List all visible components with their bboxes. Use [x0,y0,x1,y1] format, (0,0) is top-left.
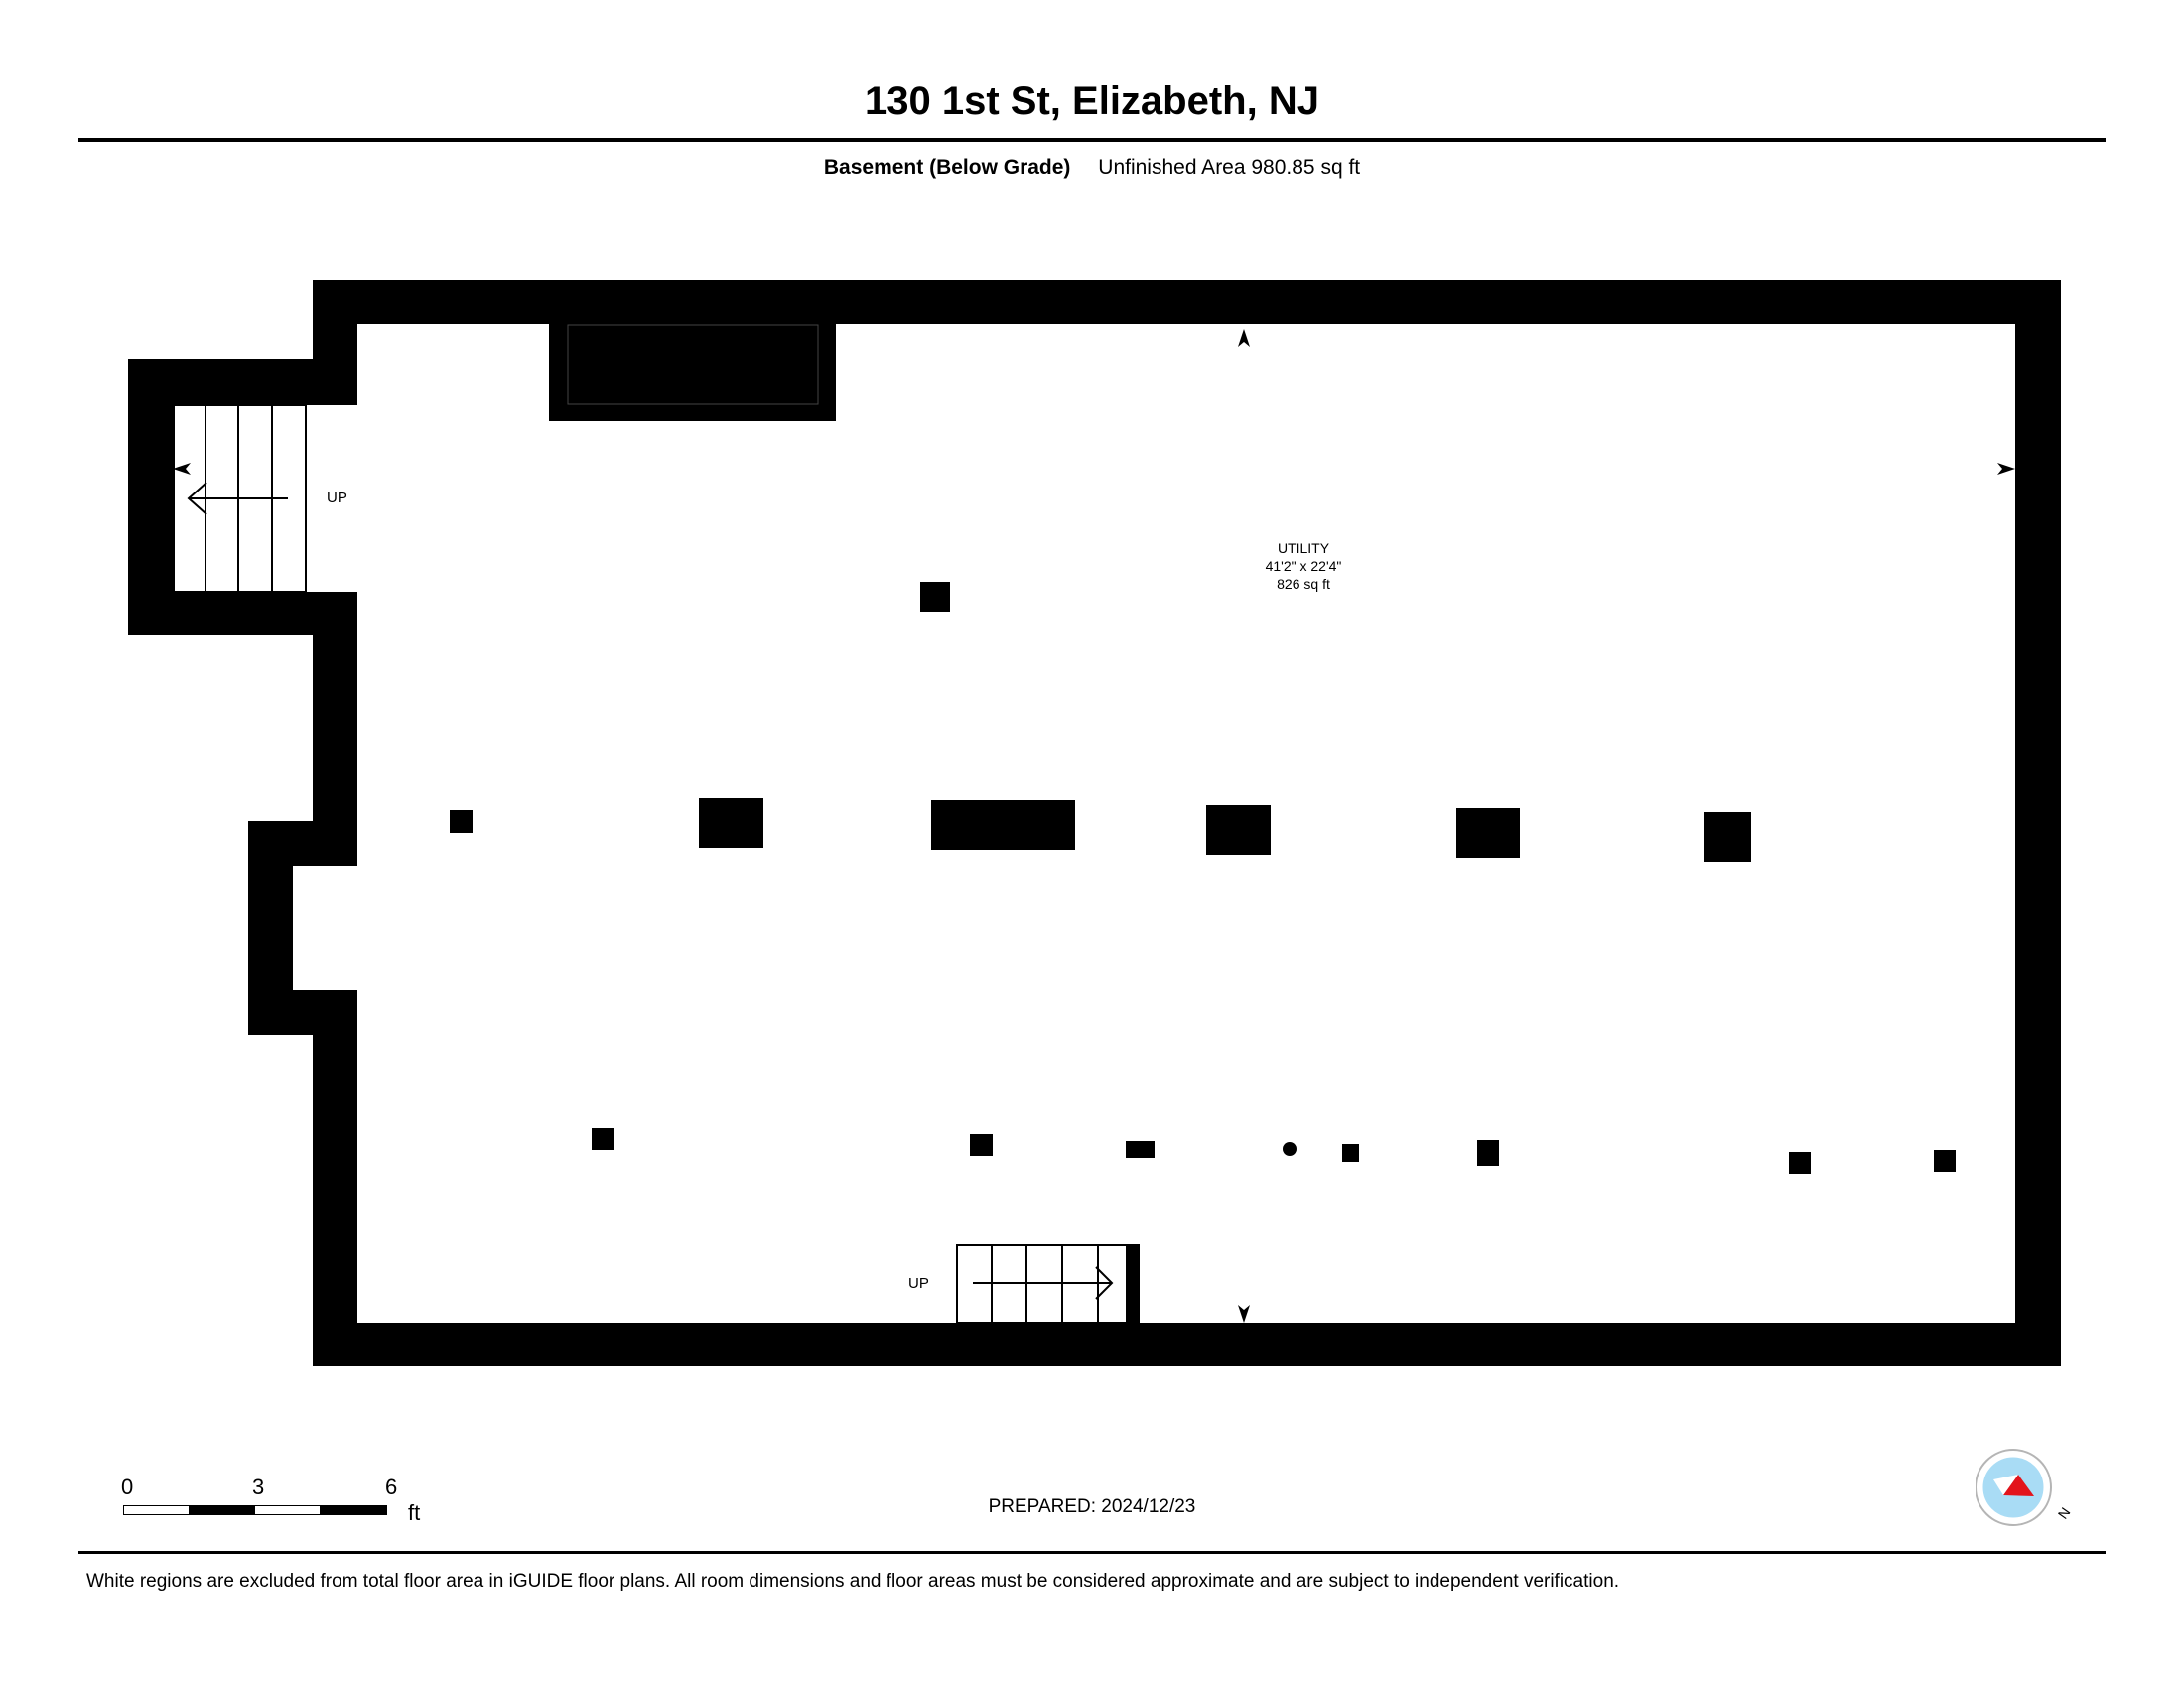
compass-icon: N [1975,1448,2074,1527]
scale-unit: ft [408,1500,421,1525]
plan-title: 130 1st St, Elizabeth, NJ [865,79,1319,123]
stair-bottom [956,1244,1137,1324]
scale-segment [123,1505,191,1515]
level-summary: Basement (Below Grade) Unfinished Area 9… [0,155,2184,181]
exterior-wall [128,280,2061,1366]
scale-tick-0: 0 [121,1475,134,1499]
scale-bar: 0 3 6 ft [119,1476,437,1525]
level-area: Unfinished Area 980.85 sq ft [1098,156,1361,179]
scale-segment [320,1505,387,1515]
room-name: UTILITY [1277,540,1330,556]
columns [450,582,1956,1174]
header-divider [78,138,2106,142]
scale-tick-6: 6 [385,1475,398,1499]
stair-bottom-label: UP [908,1275,929,1292]
stair-railing [1126,1244,1140,1324]
stair-left-label: UP [327,490,347,506]
scale-segment [189,1505,256,1515]
stair-left [173,404,307,593]
camera-markers [173,329,2015,1323]
prepared-date: PREPARED: 2024/12/23 [988,1496,1196,1517]
scale-segment [254,1505,322,1515]
room-dimensions: 41'2" x 22'4" [1265,558,1342,574]
disclaimer: White regions are excluded from total fl… [86,1571,1620,1592]
scale-tick-3: 3 [252,1475,265,1499]
chimney-block [549,324,836,421]
room-area: 826 sq ft [1277,576,1330,592]
room-label-utility: UTILITY 41'2" x 22'4" 826 sq ft [1204,539,1403,593]
level-name: Basement (Below Grade) [823,156,1071,179]
